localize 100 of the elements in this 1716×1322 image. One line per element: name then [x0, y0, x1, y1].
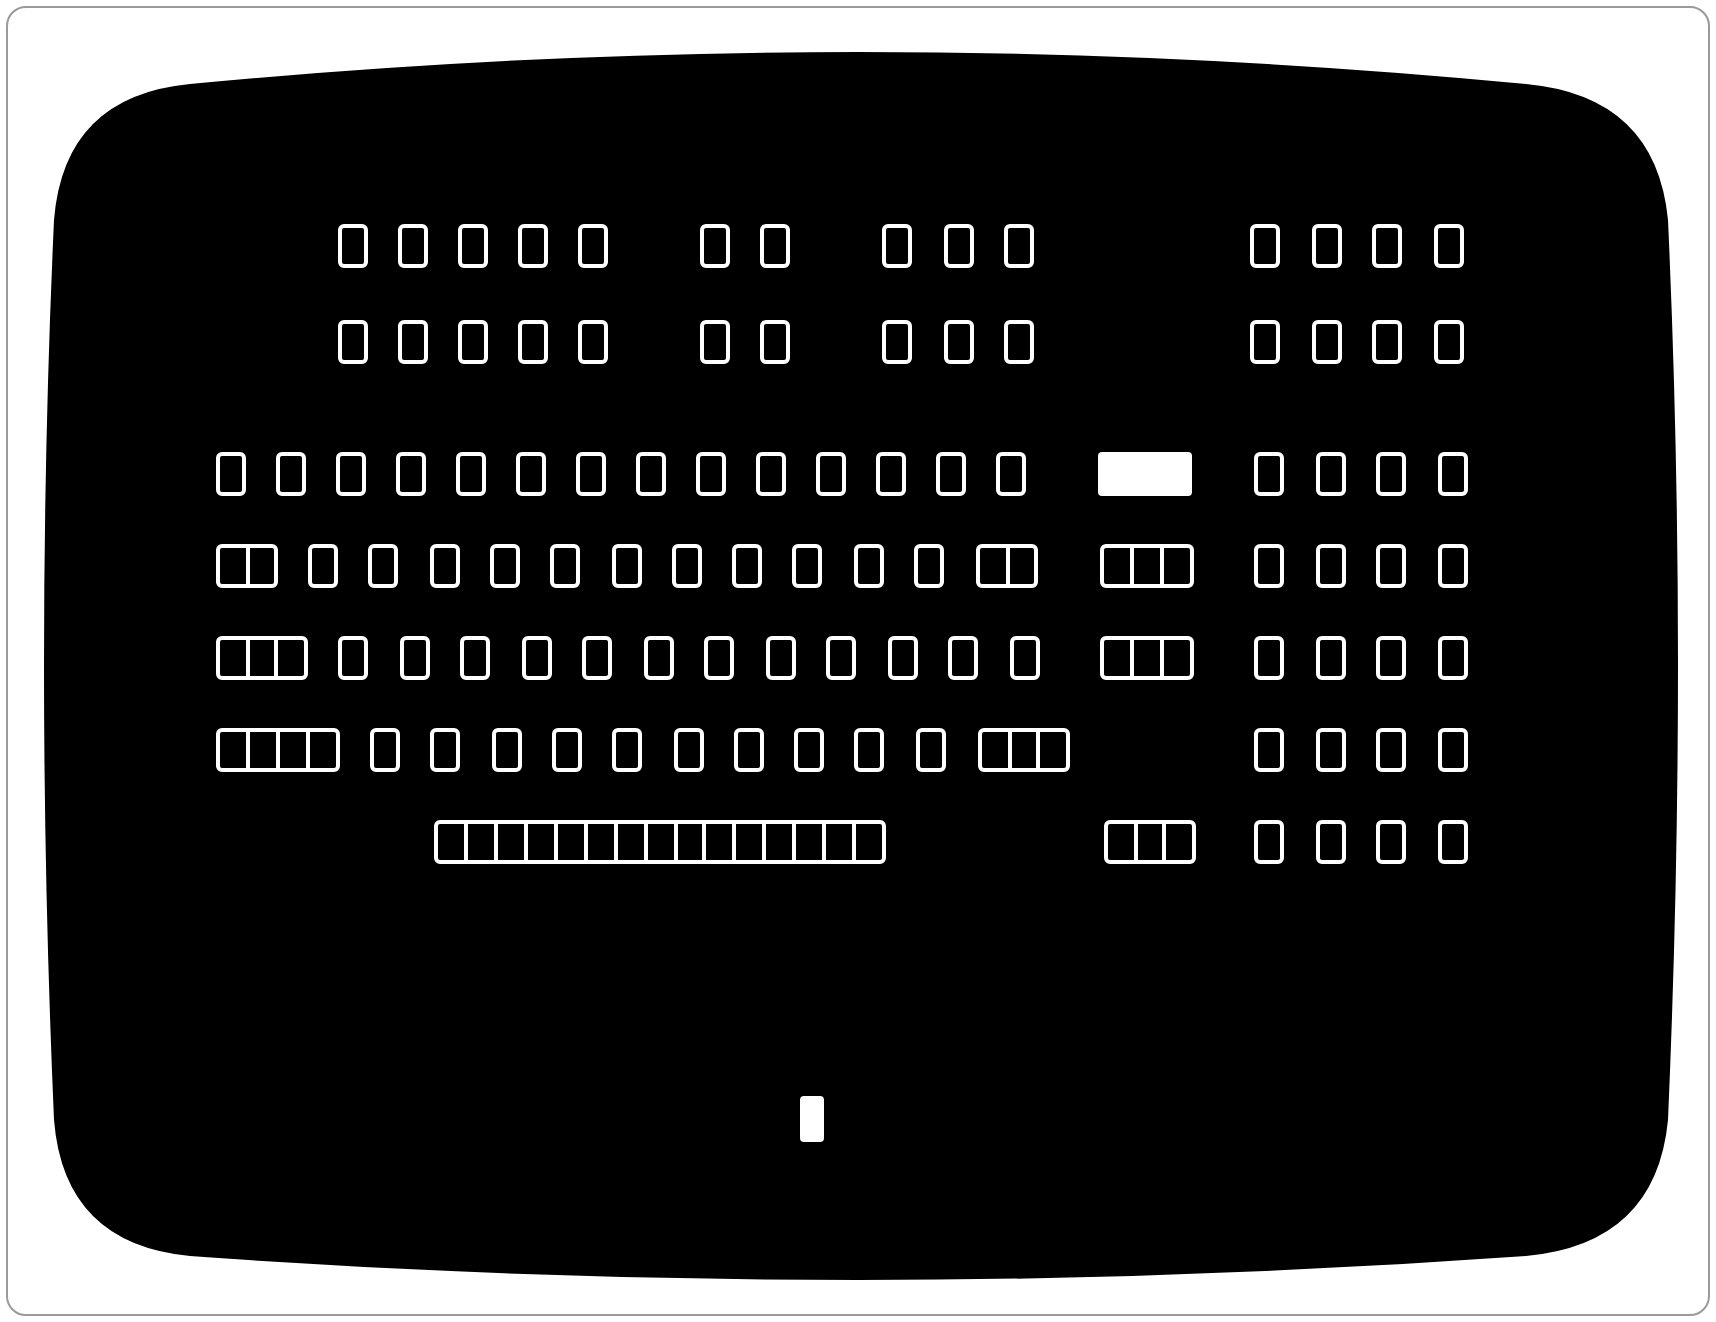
key-outline [943, 224, 973, 268]
key-outline [216, 452, 246, 496]
key-outline [338, 224, 368, 268]
key-outline [1438, 544, 1469, 588]
key-outline [338, 320, 368, 364]
key-outline [1376, 728, 1407, 772]
key-outline [1104, 820, 1196, 864]
key-outline [1372, 224, 1403, 268]
key-outline [398, 320, 428, 364]
key-outline [1438, 728, 1469, 772]
key-outline [1376, 636, 1407, 680]
key-outline [700, 320, 730, 364]
key-outline [1315, 452, 1346, 496]
key-outline [429, 544, 460, 588]
key-outline [976, 544, 1038, 588]
key-outline [943, 320, 973, 364]
key-outline [370, 728, 400, 772]
key-outline [996, 452, 1026, 496]
key-outline [1254, 820, 1284, 864]
key-outline [1315, 728, 1346, 772]
key-outline [551, 728, 582, 772]
key-outline [1315, 636, 1346, 680]
key-outline [550, 544, 581, 588]
key-outline [612, 728, 643, 772]
key-outline [1100, 636, 1194, 680]
key-outline [765, 636, 795, 680]
key-outline [456, 452, 486, 496]
key-outline [518, 224, 548, 268]
key-outline [760, 320, 790, 364]
key-outline [915, 728, 946, 772]
key-outline [643, 636, 673, 680]
key-outline [882, 320, 912, 364]
key-outline [794, 728, 825, 772]
key-outline [216, 636, 308, 680]
key-outline [1254, 636, 1284, 680]
key-outline [458, 320, 488, 364]
key-outline [1254, 728, 1284, 772]
key-outline [1376, 820, 1407, 864]
key-outline [1250, 320, 1280, 364]
key-outline [430, 728, 461, 772]
key-outline [700, 224, 730, 268]
key-outline [338, 636, 368, 680]
key-outline [1434, 320, 1465, 364]
key-outline [733, 728, 764, 772]
key-outline [336, 452, 366, 496]
key-outline [578, 320, 608, 364]
key-outline [1315, 544, 1346, 588]
key-outline [1004, 224, 1034, 268]
key-outline [516, 452, 546, 496]
key-outline [398, 224, 428, 268]
key-outline [854, 728, 885, 772]
key-outline [914, 544, 944, 588]
key-outline [1372, 320, 1403, 364]
key-outline [1004, 320, 1034, 364]
key-outline [308, 544, 338, 588]
key-outline [1250, 224, 1280, 268]
key-outline [673, 728, 703, 772]
key-outline [1438, 636, 1469, 680]
key-outline [1438, 452, 1469, 496]
key-outline [732, 544, 763, 588]
key-outline [876, 452, 906, 496]
key-outline [1009, 636, 1039, 680]
key-outline [521, 636, 551, 680]
key-outline [816, 452, 846, 496]
key-outline [636, 452, 666, 496]
key-outline [887, 636, 917, 680]
key-outline [216, 544, 278, 588]
key-outline [978, 728, 1070, 772]
key-outline [882, 224, 912, 268]
key-outline [1376, 452, 1407, 496]
key-outline [696, 452, 726, 496]
key-outline [518, 320, 548, 364]
key-outline [1254, 544, 1284, 588]
key-outline [1311, 320, 1342, 364]
key-outline [1100, 544, 1194, 588]
key-outline [491, 728, 522, 772]
key-outline [399, 636, 429, 680]
key-outline [1311, 224, 1342, 268]
key-outline [1315, 820, 1346, 864]
filled-key [800, 1096, 824, 1142]
key-outline [1376, 544, 1407, 588]
key-outline [582, 636, 612, 680]
key-outline [460, 636, 490, 680]
key-outline [576, 452, 606, 496]
key-outline [756, 452, 786, 496]
filled-key [1098, 452, 1192, 496]
key-outline [276, 452, 306, 496]
key-outline [489, 544, 520, 588]
key-outline [936, 452, 966, 496]
key-outline [611, 544, 641, 588]
key-outline [853, 544, 884, 588]
key-outline [368, 544, 399, 588]
key-outline [1254, 452, 1284, 496]
key-outline [671, 544, 702, 588]
key-outline [434, 820, 886, 864]
key-outline [1434, 224, 1465, 268]
key-outline [704, 636, 734, 680]
key-outline [216, 728, 340, 772]
key-outline [578, 224, 608, 268]
key-outline [826, 636, 856, 680]
